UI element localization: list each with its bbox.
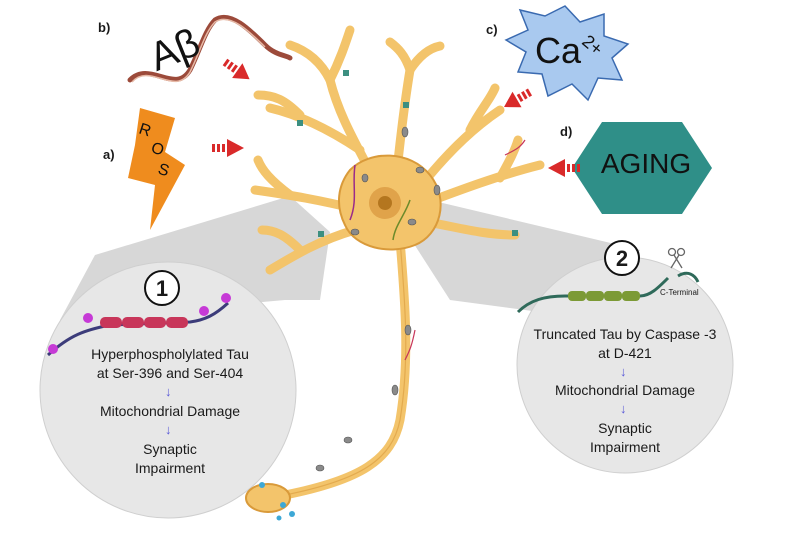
pathway1-number-circle (144, 270, 180, 306)
c-terminal-label: C-Terminal (660, 288, 699, 297)
ca-starburst (504, 5, 630, 102)
panel-label-a: a) (103, 147, 115, 162)
pathway1-step3-line1: Synaptic (143, 441, 197, 457)
arrow-a (212, 139, 244, 157)
tau-protein-phospho (46, 293, 231, 357)
pathway1-number: 1 (155, 276, 169, 301)
pathway2-step3-line1: Synaptic (598, 420, 652, 436)
pathway1-arrow-2: ↓ (165, 422, 172, 437)
mitochondria (315, 126, 441, 472)
pathway2-line2: at D-421 (598, 345, 652, 361)
scissors-icon (667, 247, 686, 269)
pathway1-step3-line2: Impairment (134, 460, 206, 476)
pathway2-arrow-2: ↓ (620, 401, 627, 416)
neuron (245, 25, 545, 513)
pathway2-step2: Mitochondrial Damage (554, 382, 696, 398)
tau-tangle-left (349, 164, 356, 221)
aging-title: AGING (600, 148, 692, 179)
panel-label-c: c) (486, 22, 498, 37)
synapse-markers (297, 70, 518, 237)
arrow-b (222, 58, 250, 80)
ca-title: Ca (535, 30, 582, 71)
arrow-d (548, 159, 580, 177)
abeta-ribbon (127, 14, 293, 83)
panel-label-b: b) (98, 20, 111, 35)
aging-hexagon (572, 122, 712, 214)
pathway2-number-circle (604, 240, 640, 276)
pathway2-number: 2 (615, 246, 629, 271)
pathway2-arrow-1: ↓ (620, 364, 627, 379)
red-arrows (212, 58, 580, 177)
pathway2-step3-line2: Impairment (589, 439, 661, 455)
nucleolus (378, 196, 392, 210)
pathway1-line1: Hyperphospholylated Tau (91, 346, 249, 362)
ros-bolt (128, 108, 185, 230)
arrow-c (504, 88, 532, 108)
panel-label-d: d) (560, 124, 573, 139)
pathway2-line1: Truncated Tau by Caspase -3 (533, 326, 717, 342)
vesicles (259, 482, 295, 521)
tau-tangle-right (392, 199, 411, 241)
pathway1-step2: Mitochondrial Damage (99, 403, 241, 419)
pathway1-line2: at Ser-396 and Ser-404 (96, 365, 244, 381)
pathway1-arrow-1: ↓ (165, 384, 172, 399)
tau-protein-truncated (516, 271, 700, 314)
